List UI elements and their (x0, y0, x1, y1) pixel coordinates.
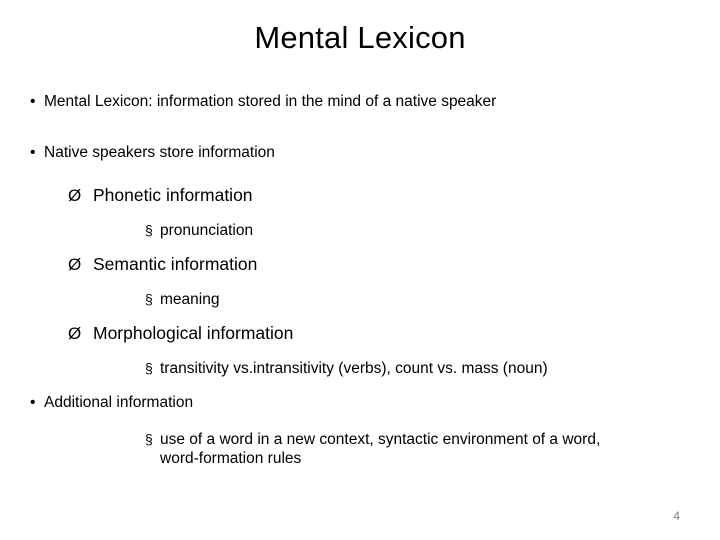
spacer (0, 111, 720, 143)
square-item-label: use of a word in a new context, syntacti… (160, 430, 601, 448)
square-icon: § (145, 290, 153, 307)
square-item-label: meaning (160, 290, 220, 308)
spacer (0, 412, 720, 430)
page-number: 4 (673, 509, 680, 523)
arrow-icon: Ø (68, 324, 82, 344)
arrow-item-label: Morphological information (93, 323, 294, 344)
square-item-transitivity: § transitivity vs.intransitivity (verbs)… (145, 359, 720, 378)
bullet-item-native-speakers: • Native speakers store information (30, 143, 720, 162)
bullet-icon: • (30, 144, 36, 162)
bullet-icon: • (30, 93, 36, 110)
arrow-item-semantic: Ø Semantic information (68, 254, 720, 276)
spacer (0, 345, 720, 359)
square-item-meaning: § meaning (145, 290, 720, 309)
square-item-use-of-word: § use of a word in a new context, syntac… (145, 430, 720, 469)
arrow-item-phonetic: Ø Phonetic information (68, 185, 720, 207)
slide-body: • Mental Lexicon: information stored in … (0, 92, 720, 469)
spacer (0, 309, 720, 323)
spacer (0, 240, 720, 254)
arrow-icon: Ø (68, 185, 82, 205)
bullet-item-additional: • Additional information (30, 393, 720, 412)
arrow-item-label: Semantic information (93, 254, 258, 274)
bullet-item-label: Additional information (44, 393, 194, 411)
spacer (0, 276, 720, 290)
arrow-item-morphological: Ø Morphological information (68, 323, 720, 345)
spacer (0, 163, 720, 185)
bullet-item-label: Mental Lexicon: information stored in th… (44, 93, 497, 110)
square-item-label: transitivity vs.intransitivity (verbs), … (160, 360, 548, 378)
square-icon: § (145, 221, 153, 238)
bullet-item-mental-lexicon: • Mental Lexicon: information stored in … (30, 92, 720, 111)
square-item-label: pronunciation (160, 221, 254, 239)
spacer (0, 379, 720, 393)
arrow-item-label: Phonetic information (93, 184, 253, 205)
square-icon: § (145, 430, 153, 447)
spacer (0, 207, 720, 221)
square-item-label-continued: word-formation rules (160, 450, 302, 468)
arrow-icon: Ø (68, 255, 82, 274)
page-title: Mental Lexicon (254, 20, 466, 55)
bullet-icon: • (30, 393, 36, 411)
square-item-pronunciation: § pronunciation (145, 221, 720, 240)
bullet-item-label: Native speakers store information (44, 144, 275, 162)
square-icon: § (145, 360, 153, 377)
